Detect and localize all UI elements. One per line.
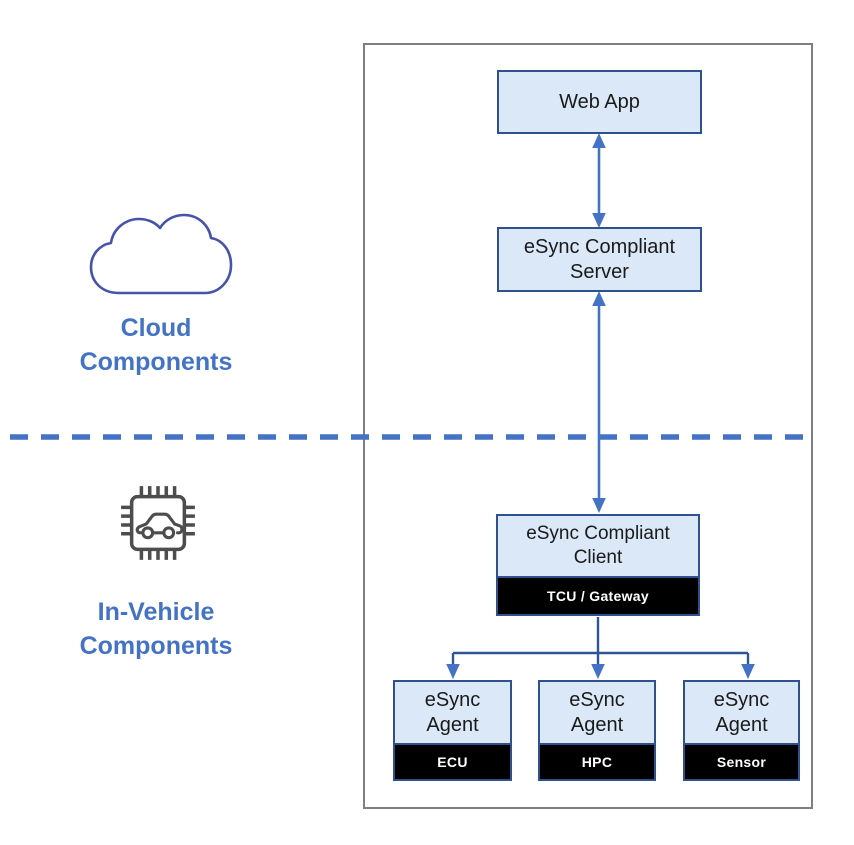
agent-label-area: eSync Agent: [540, 682, 654, 743]
client-hardware-bar: TCU / Gateway: [498, 576, 698, 614]
agent-hardware-bar: ECU: [395, 743, 510, 779]
agent-hardware-bar: Sensor: [685, 743, 798, 779]
cloud-icon: [89, 213, 233, 295]
node-esync-agent-sensor: eSync Agent Sensor: [683, 680, 800, 781]
agent-label-area: eSync Agent: [685, 682, 798, 743]
chip-car-icon: [121, 486, 195, 560]
agent-hardware-bar: HPC: [540, 743, 654, 779]
node-web-app: Web App: [497, 70, 702, 134]
client-label-area: eSync Compliant Client: [498, 516, 698, 576]
vehicle-label-line1: In-Vehicle: [97, 598, 215, 626]
cloud-components-label: Cloud Components: [30, 311, 282, 379]
agent-hardware-label: HPC: [581, 754, 613, 770]
client-label: eSync Compliant Client: [526, 523, 670, 568]
agent-label: eSync Agent: [424, 688, 481, 736]
node-esync-agent-hpc: eSync Agent HPC: [538, 680, 656, 781]
in-vehicle-components-label: In-Vehicle Components: [30, 595, 282, 663]
agent-label-area: eSync Agent: [395, 682, 510, 743]
vehicle-label-line2: Components: [79, 632, 233, 660]
agent-label: eSync Agent: [713, 688, 770, 736]
client-hardware-label: TCU / Gateway: [547, 588, 649, 604]
cloud-label-line1: Cloud: [120, 314, 192, 342]
agent-hardware-label: ECU: [437, 754, 468, 770]
cloud-label-line2: Components: [79, 348, 233, 376]
agent-label: eSync Agent: [569, 688, 625, 736]
node-esync-compliant-client: eSync Compliant Client TCU / Gateway: [496, 514, 700, 616]
node-esync-compliant-server: eSync Compliant Server: [497, 227, 702, 292]
web-app-label: Web App: [559, 90, 640, 113]
agent-hardware-label: Sensor: [716, 754, 767, 770]
diagram-boundary-frame: [363, 43, 813, 809]
server-label: eSync Compliant Server: [523, 236, 676, 283]
node-esync-agent-ecu: eSync Agent ECU: [393, 680, 512, 781]
